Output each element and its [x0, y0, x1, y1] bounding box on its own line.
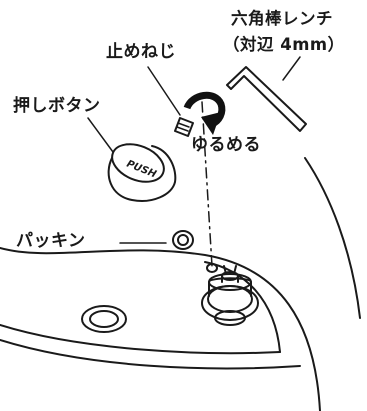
set-screw [174, 117, 194, 137]
push-button-leader-line [87, 117, 114, 153]
body-inner-curve [204, 261, 281, 353]
counterclockwise-arrow-icon [183, 91, 226, 135]
alignment-axis [201, 101, 213, 267]
hex-key-size-label: （対辺 4mm） [223, 35, 345, 54]
mounting-hole [81, 305, 127, 333]
set-screw-leader-line [147, 66, 181, 116]
hex-key-label: 六角棒レンチ [231, 9, 333, 28]
body-bottom-edge [0, 339, 301, 370]
push-button-label: 押しボタン [13, 96, 101, 116]
body-outline-right [304, 157, 361, 319]
packing-ring [172, 230, 194, 250]
body-outline-left [0, 247, 321, 411]
loosen-label: ゆるめる [191, 135, 261, 155]
body-bottom-rim [0, 324, 281, 355]
push-button [107, 143, 177, 202]
packing-label: パッキン [16, 231, 86, 251]
hex-key [226, 66, 307, 132]
valve-stem [201, 263, 259, 326]
set-screw-label: 止めねじ [106, 42, 176, 62]
hex-key-leader-line [282, 56, 301, 81]
